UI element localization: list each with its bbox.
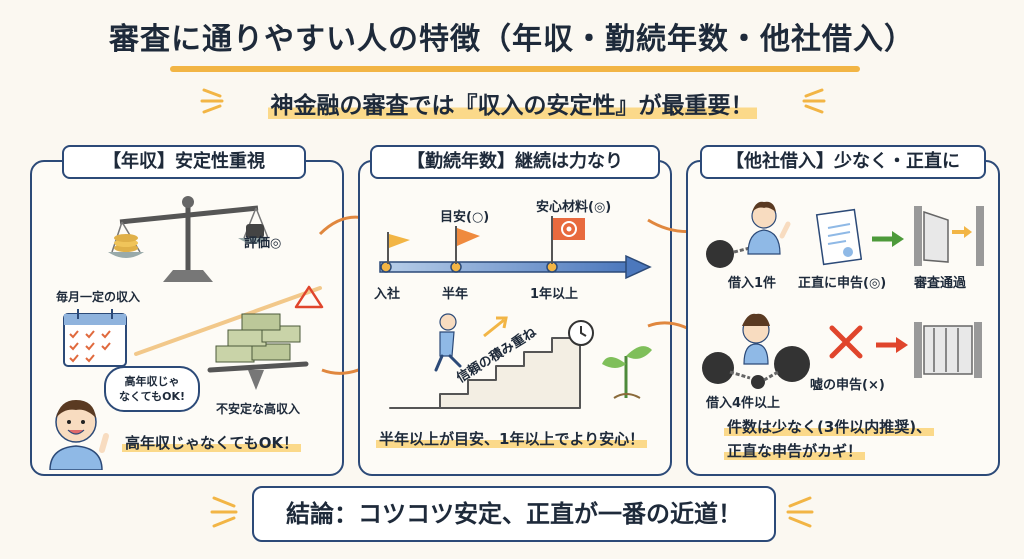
panel-income-header: 【年収】安定性重視 [62,145,306,179]
loans-footer-2: 正直な申告がカギ！ [724,440,866,461]
sparkle-left-icon [200,88,224,114]
unstable-income-label: 不安定な高収入 [216,402,301,416]
flag-orange-icon [455,226,480,264]
clock-icon [568,320,594,346]
red-arrow-icon [876,337,908,353]
balance-scale-icon [108,196,268,282]
trend-line-icon [134,286,322,356]
pass-label: 審査通過 [914,276,967,291]
steady-income-label: 毎月一定の収入 [56,290,141,304]
green-arrow-icon [872,231,904,247]
warning-triangle-icon [294,285,324,309]
gate-open-icon [914,206,984,266]
red-x-icon [829,325,863,359]
panel-loans-header: 【他社借入】少なく・正直に [700,145,986,179]
timeline-arrow [379,254,652,280]
person-smiling-icon [49,400,109,470]
speech-bubble: 高年収じゃ なくてもOK! [104,366,200,412]
page-title: 審査に通りやすい人の特徴（年収・勤続年数・他社借入） [109,22,915,57]
calendar-icon [63,309,127,367]
flag-safe-label: 安心材料(◎) [536,200,612,215]
subtitle: 神金融の審査では『収入の安定性』が最重要！ [0,86,1024,120]
tick-year-label: 1年以上 [530,287,579,302]
title-underline [170,66,860,72]
rating-label: 評価◎ [244,236,282,251]
sparkle-left-icon-2 [210,496,238,528]
panel-tenure [358,160,672,476]
tick-start-label: 入社 [374,287,401,302]
income-footer: 高年収じゃなくてもOK！ [122,432,302,453]
money-stack-icon [207,313,309,390]
panel-tenure-header: 【勤続年数】継続は力なり [370,145,660,179]
tenure-footer: 半年以上が目安、1年以上でより安心！ [376,428,648,449]
sprout-icon [602,346,652,399]
stairs-climber-icon [389,313,581,409]
sparkle-right-icon [802,88,826,114]
person-stressed-chains-icon [702,313,810,389]
tick-half-label: 半年 [442,287,469,302]
flag-target-icon [551,216,585,264]
loan-many-label: 借入4件以上 [706,396,781,411]
person-ball-chain-icon [706,201,791,268]
lie-label: 嘘の申告(×) [810,378,885,393]
honest-label: 正直に申告(◎) [798,276,887,291]
loans-footer-1: 件数は少なく(3件以内推奨)、 [724,416,935,437]
loan-one-label: 借入1件 [728,276,777,291]
flag-guide-label: 目安(○) [440,210,490,225]
gate-closed-icon [914,322,982,378]
document-icon [815,208,862,266]
flag-yellow-icon [387,232,410,264]
conclusion-box: 結論：コツコツ安定、正直が一番の近道！ [252,486,776,542]
bubble-line-1: 高年収じゃ [124,375,180,388]
bubble-line-2: なくてもOK! [118,390,185,403]
sparkle-right-icon-2 [786,496,814,528]
